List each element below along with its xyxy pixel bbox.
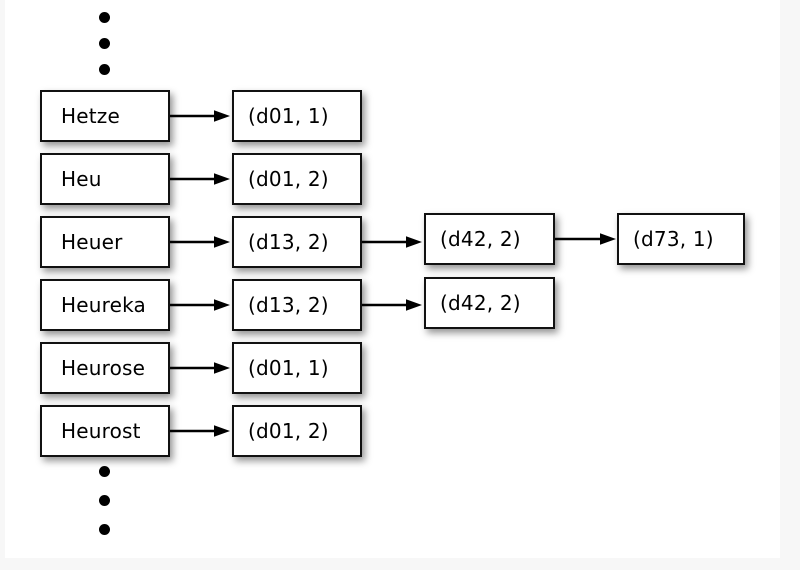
- dictionary-term-label: Heurost: [61, 419, 141, 443]
- ellipsis-dot-icon: [99, 12, 110, 23]
- arrow-icon: [362, 235, 424, 249]
- dictionary-term-box[interactable]: Heureka: [40, 279, 170, 331]
- dictionary-term-box[interactable]: Hetze: [40, 90, 170, 142]
- posting-box[interactable]: (d01, 1): [232, 90, 362, 142]
- dictionary-term-label: Hetze: [61, 104, 120, 128]
- ellipsis-dot-icon: [99, 64, 110, 75]
- arrow-icon: [170, 235, 232, 249]
- posting-label: (d42, 2): [440, 227, 521, 251]
- arrow-icon: [170, 361, 232, 375]
- dictionary-term-label: Heuer: [61, 230, 123, 254]
- arrow-icon: [170, 424, 232, 438]
- posting-label: (d01, 1): [248, 104, 329, 128]
- ellipsis-dot-icon: [99, 38, 110, 49]
- posting-box[interactable]: (d42, 2): [424, 213, 555, 265]
- posting-box[interactable]: (d42, 2): [424, 277, 555, 329]
- ellipsis-dot-icon: [99, 466, 110, 477]
- dictionary-term-label: Heurose: [61, 356, 146, 380]
- arrow-icon: [170, 172, 232, 186]
- posting-label: (d01, 2): [248, 167, 329, 191]
- arrow-icon: [555, 232, 618, 246]
- dictionary-term-box[interactable]: Heuer: [40, 216, 170, 268]
- posting-box[interactable]: (d73, 1): [617, 213, 745, 265]
- posting-label: (d13, 2): [248, 293, 329, 317]
- arrow-icon: [170, 109, 232, 123]
- dictionary-term-box[interactable]: Heurost: [40, 405, 170, 457]
- dictionary-term-label: Heu: [61, 167, 102, 191]
- arrow-icon: [362, 298, 424, 312]
- posting-label: (d42, 2): [440, 291, 521, 315]
- posting-label: (d73, 1): [633, 227, 714, 251]
- posting-label: (d01, 2): [248, 419, 329, 443]
- ellipsis-dot-icon: [99, 495, 110, 506]
- posting-label: (d01, 1): [248, 356, 329, 380]
- posting-box[interactable]: (d01, 2): [232, 153, 362, 205]
- dictionary-term-label: Heureka: [61, 293, 146, 317]
- arrow-icon: [170, 298, 232, 312]
- ellipsis-dot-icon: [99, 524, 110, 535]
- dictionary-term-box[interactable]: Heurose: [40, 342, 170, 394]
- posting-box[interactable]: (d13, 2): [232, 279, 362, 331]
- posting-label: (d13, 2): [248, 230, 329, 254]
- posting-box[interactable]: (d13, 2): [232, 216, 362, 268]
- posting-box[interactable]: (d01, 2): [232, 405, 362, 457]
- posting-box[interactable]: (d01, 1): [232, 342, 362, 394]
- dictionary-term-box[interactable]: Heu: [40, 153, 170, 205]
